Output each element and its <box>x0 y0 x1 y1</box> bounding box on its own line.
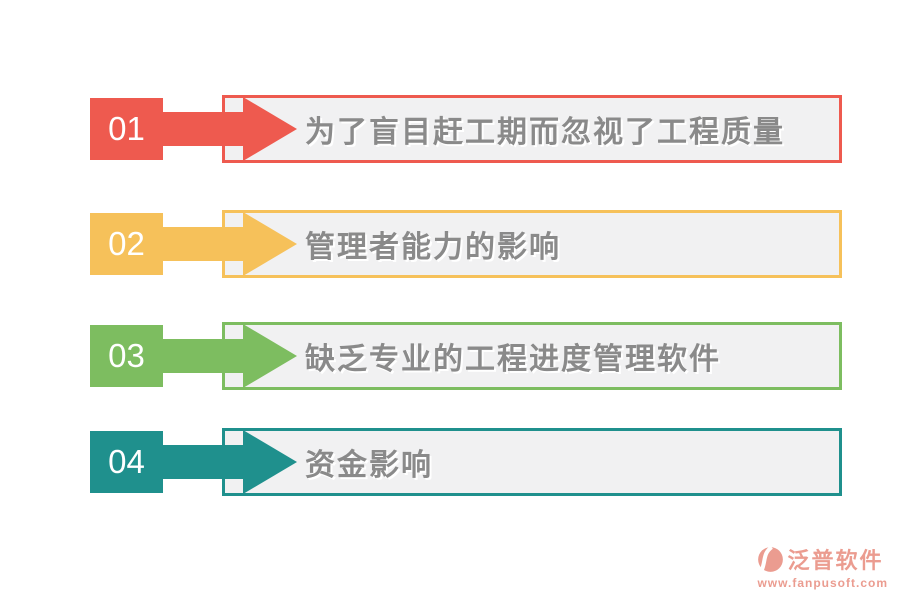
arrow-right-icon <box>243 97 297 161</box>
brand-url: www.fanpusoft.com <box>757 576 888 590</box>
brand-watermark: 泛普软件 www.fanpusoft.com <box>757 543 888 590</box>
arrow-right-icon <box>243 324 297 388</box>
list-item: 管理者能力的影响 02 <box>0 210 900 278</box>
item-label: 为了盲目赶工期而忽视了工程质量 <box>305 116 785 149</box>
list-item: 资金影响 04 <box>0 428 900 496</box>
list-item: 为了盲目赶工期而忽视了工程质量 01 <box>0 95 900 163</box>
arrow-stem <box>161 112 244 146</box>
fanpu-logo-icon <box>757 545 784 573</box>
item-text-box: 缺乏专业的工程进度管理软件 <box>222 322 842 390</box>
item-label: 管理者能力的影响 <box>305 231 561 264</box>
arrow-stem <box>161 227 244 261</box>
item-label: 缺乏专业的工程进度管理软件 <box>305 343 721 376</box>
brand-name: 泛普软件 <box>787 548 884 573</box>
list-item: 缺乏专业的工程进度管理软件 03 <box>0 322 900 390</box>
arrow-right-icon <box>243 430 297 494</box>
item-number-badge: 04 <box>90 431 163 493</box>
arrow-stem <box>161 339 244 373</box>
item-text-box: 为了盲目赶工期而忽视了工程质量 <box>222 95 842 163</box>
item-label: 资金影响 <box>305 449 433 482</box>
item-number-badge: 03 <box>90 325 163 387</box>
item-text-box: 资金影响 <box>222 428 842 496</box>
item-number-badge: 01 <box>90 98 163 160</box>
item-text-box: 管理者能力的影响 <box>222 210 842 278</box>
arrow-right-icon <box>243 212 297 276</box>
item-number-badge: 02 <box>90 213 163 275</box>
arrow-stem <box>161 445 244 479</box>
